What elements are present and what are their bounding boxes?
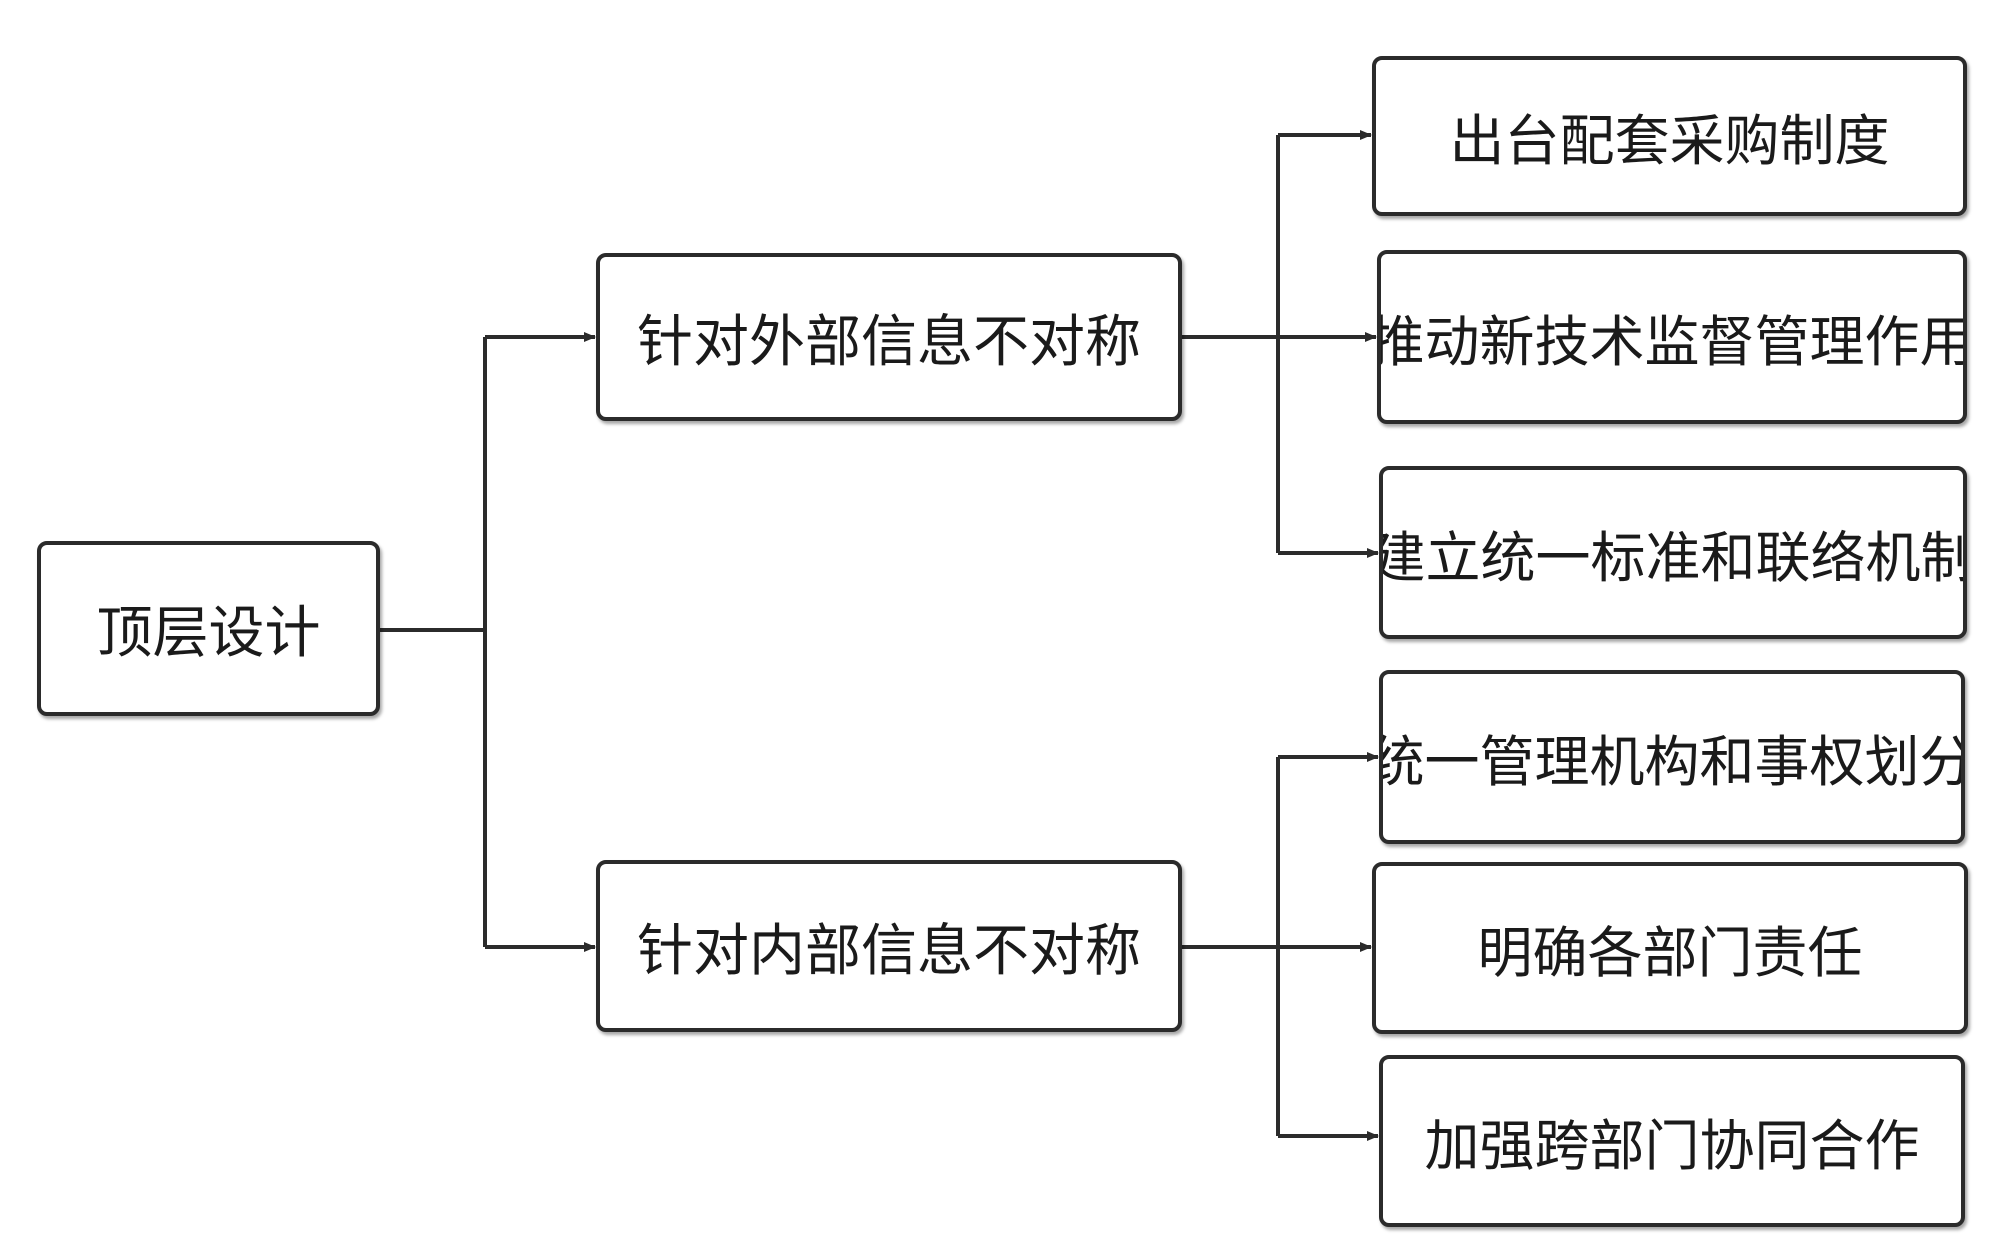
root-node-label: 顶层设计 <box>96 601 321 666</box>
external-asymmetry-node: 针对外部信息不对称 <box>596 253 1182 421</box>
leaf-label: 统一管理机构和事权划分 <box>1379 730 1965 794</box>
leaf-label: 出台配套采购制度 <box>1449 109 1890 173</box>
leaf-label: 加强跨部门协同合作 <box>1424 1114 1920 1178</box>
leaf-node-department-responsibility: 明确各部门责任 <box>1372 862 1968 1034</box>
external-asymmetry-label: 针对外部信息不对称 <box>637 309 1141 375</box>
leaf-label: 明确各部门责任 <box>1477 921 1863 985</box>
leaf-node-procurement-system: 出台配套采购制度 <box>1372 56 1967 216</box>
leaf-label: 推动新技术监督管理作用 <box>1377 310 1967 374</box>
leaf-node-cross-department-cooperation: 加强跨部门协同合作 <box>1379 1055 1965 1227</box>
root-node: 顶层设计 <box>37 541 380 716</box>
leaf-node-tech-supervision: 推动新技术监督管理作用 <box>1377 250 1967 424</box>
leaf-node-unified-standards: 建立统一标准和联络机制 <box>1379 466 1967 639</box>
leaf-label: 建立统一标准和联络机制 <box>1379 525 1967 590</box>
internal-asymmetry-label: 针对内部信息不对称 <box>637 918 1141 984</box>
internal-asymmetry-node: 针对内部信息不对称 <box>596 860 1182 1032</box>
leaf-node-unified-management: 统一管理机构和事权划分 <box>1379 670 1965 844</box>
